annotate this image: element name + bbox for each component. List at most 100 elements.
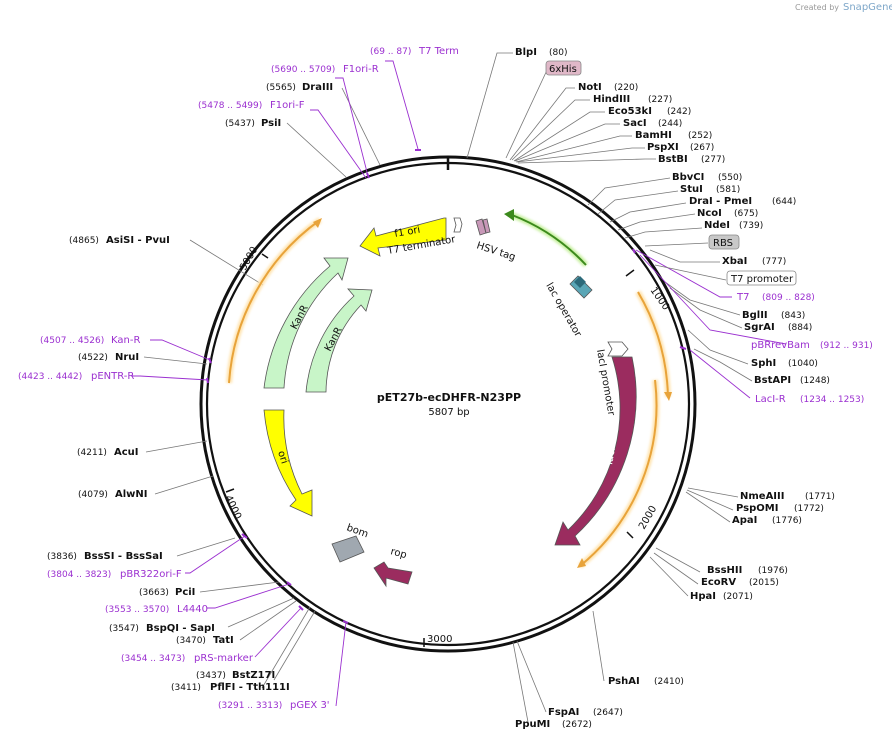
- primer-name: pBRrevBam: [751, 340, 810, 351]
- primer-range: (1234 .. 1253): [800, 395, 864, 405]
- enzyme-name: XbaI: [722, 256, 747, 267]
- enzyme-name: BstAPI: [754, 375, 791, 386]
- gene-arc-green: [504, 209, 589, 268]
- ori-feature: ori: [263, 409, 313, 517]
- enzyme-pos: (1040): [788, 359, 818, 369]
- tick-3000: 3000: [427, 634, 452, 645]
- enzyme-pos: (3663): [139, 588, 169, 598]
- lac-operator-feature: lac operator: [543, 275, 593, 340]
- enzyme-pos: (277): [701, 155, 725, 165]
- enzyme-pos: (739): [739, 221, 763, 231]
- laci-feature: lacI: [554, 356, 637, 546]
- primer-name: LacI-R: [755, 394, 786, 405]
- enzyme-pos: (2647): [593, 708, 623, 718]
- enzyme-name: PpuMI: [515, 719, 550, 730]
- enzyme-name: BstBI: [658, 154, 688, 165]
- enzyme-name: HindIII: [593, 94, 630, 105]
- enzyme-pos: (1776): [772, 516, 802, 526]
- primer-range: (3804 .. 3823): [47, 570, 111, 580]
- enzyme-name: NdeI: [704, 220, 730, 231]
- backbone-outer: [199, 155, 697, 653]
- primer-labels: (69 .. 87) T7 Term (5690 .. 5709) F1ori-…: [18, 46, 873, 711]
- boxed-features: 6xHis RBS T7 promoter: [505, 60, 797, 286]
- enzyme-leaders: [143, 52, 753, 723]
- hsv-tag-label: HSV tag: [475, 240, 517, 263]
- primer-range: (5478 .. 5499): [198, 101, 262, 111]
- bom-feature: bom: [331, 522, 370, 563]
- primer-leaders: [132, 60, 787, 707]
- primer-range: (3291 .. 3313): [218, 701, 282, 711]
- enzyme-pos: (5565): [266, 83, 296, 93]
- hsv-tag-feature: HSV tag: [475, 218, 517, 263]
- enzyme-name: PspXI: [647, 142, 679, 153]
- enzyme-name: PsiI: [261, 118, 281, 129]
- enzyme-pos: (252): [688, 131, 712, 141]
- enzyme-pos: (675): [734, 209, 758, 219]
- enzyme-labels-left: BstZ17I (3437) PflFI - Tth111I (3411) Ta…: [47, 82, 333, 693]
- enzyme-name: PciI: [175, 587, 195, 598]
- enzyme-pos: (4865): [69, 236, 99, 246]
- enzyme-pos: (220): [614, 83, 638, 93]
- primer-name: T7: [736, 292, 749, 303]
- enzyme-name: BssHII: [707, 565, 742, 576]
- f1-ori-label: f1 ori: [394, 225, 422, 240]
- enzyme-name: BssSI - BssSaI: [84, 551, 163, 562]
- primer-range: (3454 .. 3473): [121, 654, 185, 664]
- primer-marks: [206, 149, 687, 624]
- enzyme-name: SacI: [623, 118, 647, 129]
- enzyme-name: TatI: [213, 635, 234, 646]
- kanr-inner-feature: KanR: [305, 288, 373, 393]
- enzyme-pos: (3470): [176, 636, 206, 646]
- tick-4000: 4000: [222, 494, 243, 522]
- enzyme-name: BglII: [742, 310, 768, 321]
- rop-label: rop: [389, 546, 408, 561]
- enzyme-pos: (1976): [758, 566, 788, 576]
- plasmid-name: pET27b-ecDHFR-N23PP: [377, 391, 521, 404]
- 6xhis-box: [545, 60, 582, 76]
- enzyme-pos: (4211): [77, 448, 107, 458]
- enzyme-name: NmeAIII: [740, 491, 784, 502]
- enzyme-name: DraIII: [302, 82, 333, 93]
- t7-promoter-box: [726, 270, 797, 286]
- enzyme-pos: (3836): [47, 552, 77, 562]
- enzyme-name: PshAI: [608, 676, 640, 687]
- primer-range: (912 .. 931): [820, 341, 873, 351]
- primer-range: (809 .. 828): [762, 293, 815, 303]
- enzyme-name: HpaI: [690, 591, 716, 602]
- enzyme-pos: (4522): [78, 353, 108, 363]
- laci-label: lacI: [604, 447, 618, 466]
- primer-range: (4423 .. 4442): [18, 372, 82, 382]
- primer-name: L4440: [177, 604, 208, 615]
- rbs-box: [708, 234, 740, 250]
- plasmid-length: 5807 bp: [428, 407, 469, 418]
- t7-promoter-label: T7 promoter: [730, 274, 794, 285]
- enzyme-pos: (2015): [749, 578, 779, 588]
- enzyme-pos: (3437): [196, 671, 226, 681]
- enzyme-pos: (242): [667, 107, 691, 117]
- enzyme-name: PflFI - Tth111I: [210, 682, 290, 693]
- enzyme-name: NcoI: [697, 208, 722, 219]
- enzyme-pos: (884): [788, 323, 812, 333]
- enzyme-name: AsiSI - PvuI: [106, 235, 170, 246]
- primer-range: (4507 .. 4526): [40, 336, 104, 346]
- enzyme-pos: (777): [762, 257, 786, 267]
- rbs-label: RBS: [713, 238, 733, 249]
- primer-range: (3553 .. 3570): [105, 605, 169, 615]
- enzyme-name: Eco53kI: [608, 106, 652, 117]
- primer-name: pENTR-R: [91, 371, 134, 382]
- enzyme-pos: (550): [718, 173, 742, 183]
- enzyme-name: SgrAI: [744, 322, 775, 333]
- enzyme-pos: (3547): [109, 624, 139, 634]
- enzyme-name: BamHI: [635, 130, 672, 141]
- enzyme-name: BstZ17I: [232, 670, 275, 681]
- primer-name: pRS-marker: [194, 653, 254, 664]
- enzyme-pos: (1771): [805, 492, 835, 502]
- enzyme-name: ApaI: [732, 515, 757, 526]
- enzyme-pos: (2071): [723, 592, 753, 602]
- enzyme-name: NotI: [578, 82, 602, 93]
- enzyme-labels: BlpI (80) NotI (220) HindIII (227) Eco53…: [515, 47, 835, 730]
- enzyme-pos: (4079): [78, 490, 108, 500]
- credit-text: Created by: [795, 3, 839, 12]
- enzyme-name: BbvCI: [672, 172, 704, 183]
- enzyme-pos: (1772): [794, 504, 824, 514]
